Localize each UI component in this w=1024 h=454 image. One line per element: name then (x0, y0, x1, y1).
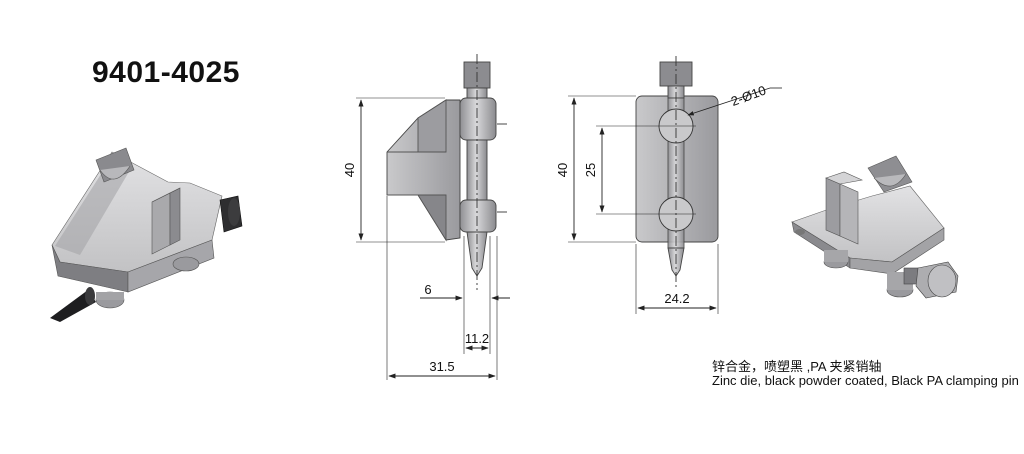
part-number-title: 9401-4025 (92, 56, 240, 89)
isometric-view-left (50, 147, 243, 322)
side-view-dimension-labels: 40 6 11.2 31.5 (342, 163, 489, 374)
pin-width-label: 11.2 (465, 331, 489, 346)
side-height-label: 40 (342, 163, 357, 177)
caption-chinese: 锌合金，喷塑黑 ,PA 夹紧销轴 (712, 359, 882, 374)
front-width-label: 24.2 (664, 291, 689, 306)
pin-offset-label: 6 (424, 282, 431, 297)
overall-depth-label: 31.5 (429, 359, 454, 374)
caption-english: Zinc die, black powder coated, Black PA … (712, 373, 1019, 388)
front-height-label: 40 (555, 163, 570, 177)
hole-callout-label: 2-Ø10 (729, 83, 768, 109)
side-view (356, 54, 510, 380)
isometric-view-right (791, 155, 959, 299)
front-view (568, 56, 782, 314)
hole-spacing-label: 25 (583, 163, 598, 177)
